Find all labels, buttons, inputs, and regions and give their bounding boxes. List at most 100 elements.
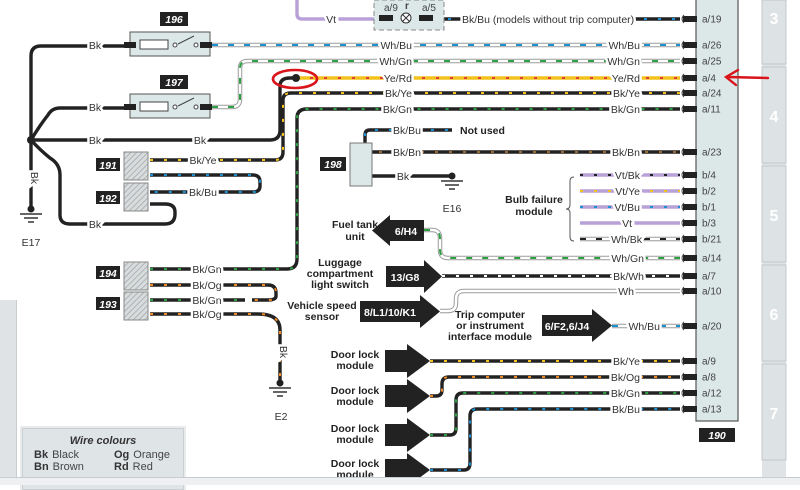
wire-label: Wh/Gn [379,56,412,68]
page-tab-3[interactable]: 3 [761,0,787,65]
pin-socket [681,234,685,244]
page-tabs: 3 4 5 6 7 [761,0,787,484]
wire-label: Wh/Gn [611,253,644,265]
svg-text:module: module [336,396,373,408]
ref-arrow-speed[interactable]: 8/L1/10/K1 [360,295,440,328]
pin-socket [681,73,685,83]
svg-text:Vehicle speed: Vehicle speed [287,300,356,312]
svg-text:Door lock: Door lock [331,458,380,470]
connector-191-192: 191 192 [96,151,149,212]
svg-text:E16: E16 [443,203,462,215]
page-tab-6[interactable]: 6 [761,264,787,362]
pin-socket [681,253,685,263]
wire-bkbu-loop [150,173,262,194]
pin-terminal [683,90,697,96]
label-door-lock-3: Door lock module [331,423,380,446]
pin-terminal [683,288,697,294]
pin-label: b/4 [702,171,716,182]
svg-text:6: 6 [770,307,779,324]
pin-label: b/1 [702,203,716,214]
svg-text:E17: E17 [22,237,41,249]
pin-label: a/14 [702,254,722,265]
wire-label: Bk/Og [611,372,640,384]
pin-terminal [683,358,697,364]
connector-194-193: 194 193 [96,261,149,321]
wires [27,0,680,472]
ref-arrow-trip[interactable]: 6/F2,6/J4 [542,309,612,342]
switch-197 [124,93,212,119]
pin-label: a/7 [702,272,716,283]
wire-197-bk [29,106,124,141]
pin-label: a/19 [702,15,722,26]
pin-socket [681,186,685,196]
pin-terminal [683,58,697,64]
label-trip-computer: Trip computer or instrument interface mo… [448,309,532,343]
pin-terminal [683,106,697,112]
wire-label: Vt [622,218,632,230]
pin-terminal [683,236,697,242]
wire-193-bkog [150,312,282,383]
svg-text:a/9: a/9 [384,3,398,14]
wire-label: Wh/Bk [611,234,643,246]
pin-socket [681,56,685,66]
pin-socket [681,356,685,366]
annotation [271,68,770,90]
svg-text:198: 198 [324,159,342,171]
pin-label: a/26 [702,41,722,52]
label-door-lock-1: Door lock module [331,349,380,372]
svg-text:light switch: light switch [311,279,369,291]
wire-wh [440,288,680,314]
wire-door-bkbu [430,407,680,472]
label-door-lock-2: Door lock module [331,385,380,408]
bottom-bar [0,477,800,485]
wire-bk-row [31,76,296,142]
wire-vt-top [295,0,378,21]
wire-label: Bk [89,102,102,114]
wire-whgn-fuel [424,227,680,261]
annotation-arrow [723,68,770,87]
svg-text:193: 193 [99,299,117,311]
pin-terminal [683,172,697,178]
ground-e17: E17 [20,205,42,249]
pin-terminal [683,406,697,412]
wire-label-vertical: Bk [277,346,289,359]
svg-text:6/F2,6/J4: 6/F2,6/J4 [545,321,590,333]
page-tab-7[interactable]: 7 [761,363,787,461]
page-tab-5[interactable]: 5 [761,165,787,263]
svg-text:7: 7 [770,406,779,423]
pin-label: b/3 [702,219,716,230]
legend-title: Wire colours [69,435,137,447]
svg-text:sensor: sensor [305,311,339,323]
pin-label: b/2 [702,187,716,198]
label-not-used: Not used [460,125,505,137]
pin-label: a/23 [702,148,722,159]
switch-197-label: 197 [165,77,184,89]
svg-text:interface module: interface module [448,331,532,343]
wire-194-bkog [150,283,278,302]
svg-text:Door lock: Door lock [331,423,380,435]
connector-198: 198 [320,142,373,187]
svg-text:4: 4 [770,109,779,126]
svg-text:Luggage: Luggage [318,257,362,269]
wire-label: Bk [89,135,102,147]
wire-label: Wh/Bu [628,321,660,333]
svg-text:compartment: compartment [307,268,374,280]
wire-label: Bk/Gn [192,295,221,307]
ref-arrow-fuel[interactable]: 6/H4 [372,215,424,246]
svg-text:Bulb failure: Bulb failure [505,194,563,206]
bulb-brace [565,176,575,242]
pin-socket [681,88,685,98]
svg-text:module: module [336,360,373,372]
ref-arrow-luggage[interactable]: 13/G8 [386,260,442,293]
pin-terminal [683,204,697,210]
pin-labels: a/19a/26a/25a/4a/24a/11a/23b/4b/2b/1b/3b… [681,15,722,416]
page-tab-4[interactable]: 4 [761,66,787,164]
wire-label: Bk/Bu [189,187,217,199]
pin-label: a/13 [702,405,722,416]
label-luggage: Luggage compartment light switch [307,257,374,291]
module-190: 190 [695,0,739,442]
junction-dot [27,136,35,144]
pin-socket [681,271,685,281]
